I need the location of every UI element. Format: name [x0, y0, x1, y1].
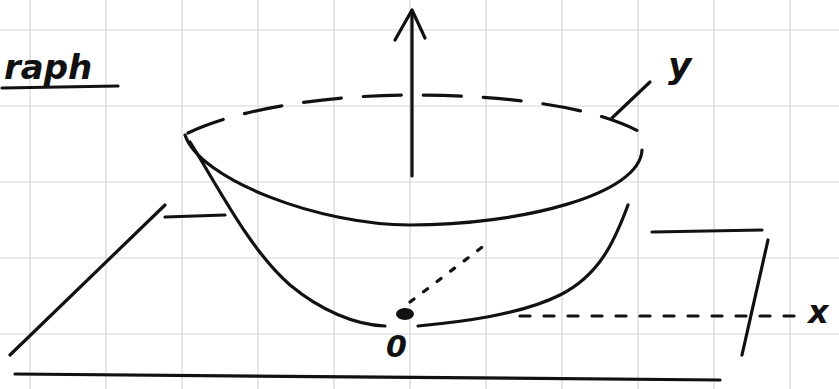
y-axis-hidden	[410, 245, 485, 302]
grid-line	[333, 0, 334, 389]
bowl-left	[190, 142, 385, 326]
plane-edge	[652, 230, 762, 232]
grid-line	[0, 181, 839, 182]
grid-line	[485, 0, 486, 389]
grid-line	[789, 0, 790, 389]
title-fragment: raph	[4, 50, 92, 84]
axis-label: y	[668, 48, 691, 84]
grid-line	[637, 0, 638, 389]
rim-back	[188, 95, 640, 133]
origin-dot	[396, 308, 414, 320]
axis-label: x	[808, 296, 829, 328]
z-axis	[410, 12, 413, 176]
z-arrowhead	[395, 10, 425, 40]
grid-line	[257, 0, 258, 389]
origin-label: 0	[386, 332, 407, 362]
grid-line	[713, 0, 714, 389]
grid-line	[105, 0, 106, 389]
grid-line	[0, 333, 839, 334]
plane-edge	[165, 215, 225, 217]
grid-line	[181, 0, 182, 389]
grid-line	[0, 105, 839, 106]
y-axis	[612, 82, 650, 118]
bowl-right	[418, 205, 628, 326]
plane-edge	[742, 240, 768, 355]
title-underline	[2, 86, 118, 88]
x-axis	[520, 314, 800, 317]
plane-edge	[10, 205, 165, 355]
grid-line	[0, 257, 839, 258]
baseline	[15, 374, 720, 380]
grid-line	[561, 0, 562, 389]
